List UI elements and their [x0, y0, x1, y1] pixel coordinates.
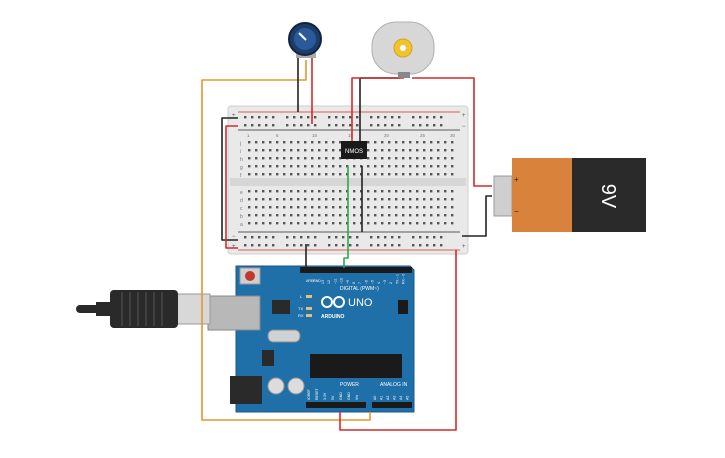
column-number: 15	[348, 133, 354, 138]
board-model-label: UNO	[348, 297, 373, 309]
pin-label: 4	[377, 282, 381, 284]
black-wire	[462, 195, 492, 237]
rail-minus-label: −	[232, 124, 236, 130]
power-jack[interactable]	[230, 376, 262, 404]
usb-port[interactable]	[207, 295, 261, 331]
battery-minus-label: −	[514, 207, 519, 216]
red-wire	[351, 77, 404, 144]
row-letter: c	[240, 206, 243, 212]
pin-label: A2	[386, 396, 390, 400]
analog-header-label: ANALOG IN	[380, 382, 408, 388]
mosfet-icon[interactable]: NMOS	[341, 141, 367, 159]
row-letter: e	[240, 190, 243, 196]
pin-label: 5V	[331, 395, 335, 400]
pin-label: 7	[358, 282, 362, 284]
power-pin-labels: IOREF RESET 3.3V 5V GND GND Vin	[307, 387, 359, 400]
arduino-uno[interactable]: UNO ARDUINO DIGITAL (PWM~) POWER ANALOG …	[207, 265, 415, 413]
pin-label: IOREF	[307, 389, 311, 400]
pin-label: A0	[373, 396, 377, 400]
mosfet-label: NMOS	[345, 149, 363, 155]
pin-label: ~6	[364, 280, 368, 284]
row-letter: i	[240, 149, 241, 155]
pin-label: ~10	[340, 278, 344, 284]
column-number: 30	[450, 133, 456, 138]
pin-label: 3.3V	[323, 392, 327, 400]
row-letter: j	[239, 141, 241, 147]
row-letter: f	[240, 173, 242, 179]
pin-label: 8	[352, 282, 356, 284]
battery-voltage-label: 9V	[597, 184, 619, 209]
pin-label: ~5	[371, 280, 375, 284]
pin-label: 2	[389, 282, 393, 284]
analog-header[interactable]	[372, 402, 412, 408]
pin-label: RESET	[315, 387, 319, 400]
nine-volt-battery-icon[interactable]: + − 9V	[493, 158, 646, 232]
pin-label: Vin	[355, 395, 359, 400]
pin-label: GND	[347, 392, 351, 400]
row-letter: d	[240, 198, 243, 204]
potentiometer-icon[interactable]	[288, 22, 322, 58]
rail-minus-label: −	[462, 124, 466, 130]
rail-plus-label: +	[232, 113, 236, 119]
breadboard-holes	[244, 116, 454, 247]
pin-label: 12	[327, 280, 331, 284]
column-number: 1	[247, 133, 250, 138]
row-letter: g	[240, 165, 243, 171]
rail-labels: + − + − − + − +	[232, 113, 466, 250]
atmega-chip	[310, 354, 402, 378]
gnd-label: GND	[313, 279, 321, 283]
red-wire	[412, 77, 492, 187]
rail-plus-label: +	[462, 244, 466, 250]
column-numbers: 1 5 10 15 20 25 30	[247, 133, 456, 138]
column-number: 5	[276, 133, 279, 138]
row-letter: h	[240, 157, 243, 163]
green-wire	[343, 166, 349, 268]
row-letter: b	[240, 214, 243, 220]
rail-plus-label: +	[462, 113, 466, 119]
pin-label: 13	[321, 280, 325, 284]
column-number: 25	[420, 133, 426, 138]
arduino-logo	[321, 296, 345, 308]
brand-label: ARDUINO	[321, 314, 344, 320]
rail-plus-label: +	[232, 244, 236, 250]
column-number: 20	[384, 133, 390, 138]
pin-label: ~3	[383, 280, 387, 284]
pin-label: A1	[380, 396, 384, 400]
reset-button[interactable]	[245, 271, 255, 281]
pin-label: A3	[393, 396, 397, 400]
usb-cable-icon[interactable]	[76, 290, 211, 328]
pin-label: GND	[339, 392, 343, 400]
rx-label: RX	[298, 313, 304, 318]
red-wire	[225, 125, 238, 249]
wires	[201, 58, 492, 431]
pin-label: ~11	[333, 278, 337, 284]
power-header-label: POWER	[340, 382, 359, 388]
red-wire	[339, 250, 457, 431]
rail-minus-label: −	[232, 234, 236, 240]
orange-wire	[201, 60, 371, 421]
pin-label: TX→1	[395, 274, 399, 284]
pin-label: RX←0	[402, 274, 406, 284]
rail-minus-label: −	[462, 234, 466, 240]
pin-label: ~9	[346, 280, 350, 284]
battery-plus-label: +	[514, 175, 519, 184]
led-l-label: L	[300, 294, 303, 299]
aref-label: AREF	[306, 279, 315, 283]
tx-label: TX	[298, 306, 303, 311]
digital-header-label: DIGITAL (PWM~)	[340, 286, 379, 292]
power-header[interactable]	[306, 402, 366, 408]
pin-label: A4	[399, 396, 403, 400]
row-letters: j i h g f e d c b a	[239, 141, 243, 228]
black-wire	[221, 117, 238, 241]
digital-header[interactable]	[300, 267, 412, 273]
dc-motor-icon[interactable]	[371, 21, 435, 78]
row-letter: a	[240, 222, 243, 228]
column-number: 10	[312, 133, 318, 138]
pin-label: A5	[406, 396, 410, 400]
